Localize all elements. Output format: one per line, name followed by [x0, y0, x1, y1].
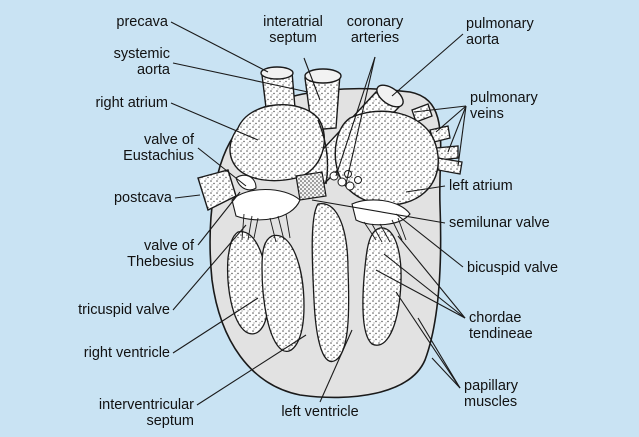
- label-valve-of-eustachius: valve of Eustachius: [76, 132, 194, 164]
- right-atrium-chamber: [230, 105, 324, 181]
- label-left-ventricle: left ventricle: [255, 404, 385, 420]
- label-systemic-aorta: systemic aorta: [76, 46, 170, 78]
- label-right-atrium: right atrium: [50, 95, 168, 111]
- label-pulmonary-aorta: pulmonary aorta: [466, 16, 586, 48]
- label-left-atrium: left atrium: [449, 178, 569, 194]
- label-pulmonary-veins: pulmonary veins: [470, 90, 590, 122]
- label-papillary-muscles: papillary muscles: [464, 378, 574, 410]
- left-atrium-chamber: [335, 111, 438, 205]
- precava-opening: [261, 67, 293, 79]
- label-valve-of-thebesius: valve of Thebesius: [76, 238, 194, 270]
- label-tricuspid-valve: tricuspid valve: [30, 302, 170, 318]
- label-precava: precava: [76, 14, 168, 30]
- interventricular-septum-mass: [312, 204, 348, 362]
- label-postcava: postcava: [80, 190, 172, 206]
- label-bicuspid-valve: bicuspid valve: [467, 260, 597, 276]
- label-chordae-tendineae: chordae tendineae: [469, 310, 579, 342]
- semilunar-valve-shape: [296, 172, 326, 200]
- label-interventricular-septum: interventricular septum: [40, 397, 194, 429]
- label-semilunar-valve: semilunar valve: [449, 215, 579, 231]
- label-right-ventricle: right ventricle: [30, 345, 170, 361]
- label-coronary-arteries: coronary arteries: [330, 14, 420, 46]
